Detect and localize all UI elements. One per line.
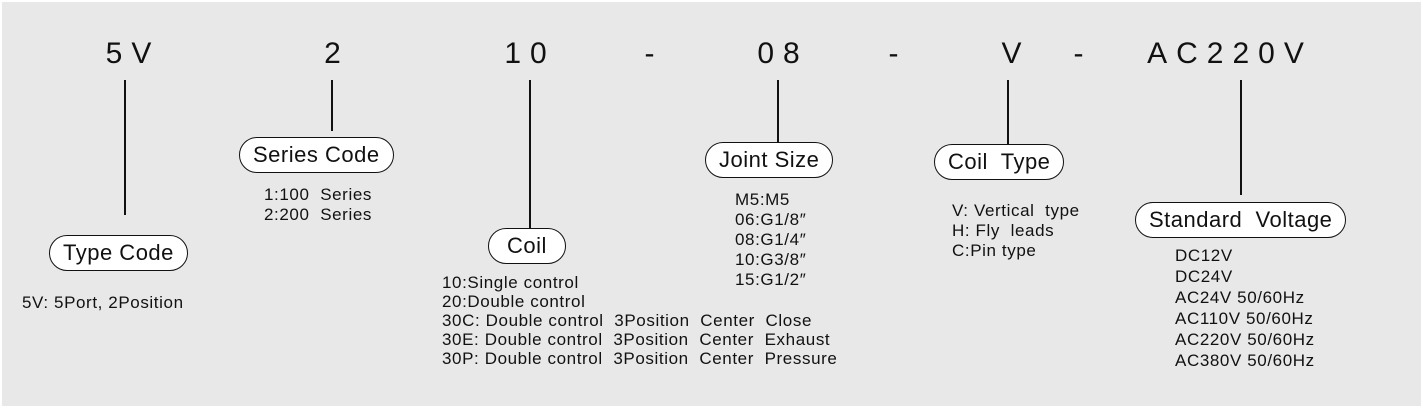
connector-line <box>1240 80 1242 195</box>
list-item: 20:Double control <box>442 292 586 311</box>
code-joint-size: 08 <box>757 37 809 70</box>
joint-size-label: Joint Size <box>705 142 834 178</box>
type-code-label: Type Code <box>49 235 188 271</box>
connector-line <box>1007 80 1009 144</box>
series-code-options: 1:100 Series 2:200 Series <box>264 185 372 225</box>
code-coil: 10 <box>504 37 556 70</box>
list-item: 06:G1/8″ <box>735 210 807 229</box>
connector-line <box>529 80 531 228</box>
code-separator: - <box>644 37 664 70</box>
list-item: AC220V 50/60Hz <box>1175 330 1315 349</box>
coil-type-options: V: Vertical type H: Fly leads C:Pin type <box>952 201 1080 261</box>
coil-options: 10:Single control 20:Double control 30C:… <box>442 273 837 368</box>
list-item: C:Pin type <box>952 241 1037 260</box>
list-item: 30P: Double control 3Position Center Pre… <box>442 349 838 368</box>
code-series: 2 <box>324 37 350 70</box>
list-item: M5:M5 <box>735 190 790 209</box>
list-item: 2:200 Series <box>264 205 372 224</box>
standard-voltage-options: DC12V DC24V AC24V 50/60Hz AC110V 50/60Hz… <box>1175 246 1315 372</box>
list-item: 08:G1/4″ <box>735 230 807 249</box>
code-coil-type: V <box>1001 37 1031 70</box>
code-separator: - <box>888 37 908 70</box>
standard-voltage-label: Standard Voltage <box>1135 202 1347 238</box>
series-code-label: Series Code <box>239 137 394 173</box>
list-item: H: Fly leads <box>952 221 1055 240</box>
list-item: 30C: Double control 3Position Center Clo… <box>442 311 813 330</box>
list-item: AC24V 50/60Hz <box>1175 288 1305 307</box>
code-type: 5V <box>105 37 161 70</box>
list-item: DC12V <box>1175 246 1233 265</box>
coil-label: Coil <box>488 228 566 264</box>
joint-size-options: M5:M5 06:G1/8″ 08:G1/4″ 10:G3/8″ 15:G1/2… <box>735 190 806 290</box>
connector-line <box>331 80 333 131</box>
code-separator: - <box>1073 37 1093 70</box>
list-item: 15:G1/2″ <box>735 270 807 289</box>
list-item: 10:G3/8″ <box>735 250 807 269</box>
list-item: 30E: Double control 3Position Center Exh… <box>442 330 831 349</box>
coil-type-label: Coil Type <box>934 144 1065 180</box>
list-item: AC380V 50/60Hz <box>1175 351 1315 370</box>
list-item: DC24V <box>1175 267 1233 286</box>
list-item: 5V: 5Port, 2Position <box>22 293 184 312</box>
list-item: V: Vertical type <box>952 201 1080 220</box>
list-item: AC110V 50/60Hz <box>1175 309 1314 328</box>
code-voltage: AC220V <box>1147 37 1313 70</box>
type-code-options: 5V: 5Port, 2Position <box>22 293 184 312</box>
list-item: 10:Single control <box>442 273 579 292</box>
list-item: 1:100 Series <box>264 185 372 204</box>
connector-line <box>777 80 779 142</box>
connector-line <box>124 80 126 215</box>
